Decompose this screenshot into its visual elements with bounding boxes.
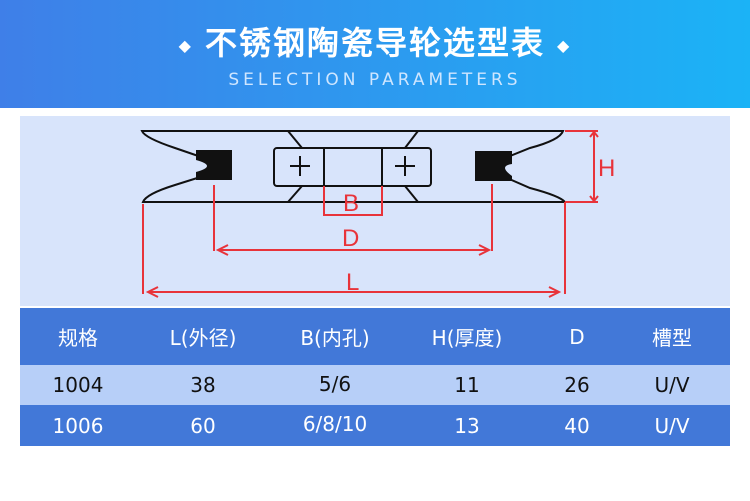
col-header: B(内孔)	[300, 326, 370, 350]
label-H: H	[598, 155, 615, 182]
table-cell: 1006	[52, 413, 104, 438]
table-cell: 40	[564, 413, 590, 438]
dim-D	[213, 184, 493, 256]
groove-left	[196, 150, 232, 180]
dim-H	[565, 130, 599, 203]
col-header: 槽型	[652, 326, 692, 350]
title-text: 不锈钢陶瓷导轮选型表	[204, 24, 545, 62]
col-header: 规格	[58, 326, 98, 350]
plus-icon	[290, 156, 415, 176]
col-header: L(外径)	[169, 326, 237, 350]
table-row: 1006 60 6/8/10 13 40 U/V	[20, 405, 730, 446]
col-header: H(厚度)	[431, 326, 503, 350]
dim-L	[142, 202, 566, 298]
page-subtitle: SELECTION PARAMETERS	[228, 70, 522, 90]
diamond-icon: ◆	[557, 35, 572, 55]
page-title: ◆ 不锈钢陶瓷导轮选型表 ◆	[0, 18, 750, 64]
table-header: 规格 L(外径) B(内孔) H(厚度) D 槽型	[20, 308, 730, 365]
groove-right	[475, 151, 512, 181]
header-banner: ◆ 不锈钢陶瓷导轮选型表 ◆ SELECTION PARAMETERS	[0, 0, 750, 108]
label-D: D	[342, 225, 359, 252]
table-cell: 26	[564, 373, 590, 397]
hub	[273, 147, 432, 187]
col-header: D	[569, 324, 585, 349]
label-L: L	[346, 269, 359, 296]
table-cell: 60	[190, 413, 216, 438]
table-cell: 1004	[52, 373, 104, 397]
table-cell: U/V	[654, 373, 690, 397]
diamond-icon: ◆	[178, 35, 193, 55]
table-cell: 11	[454, 373, 480, 397]
table-row: 1004 38 5/6 11 26 U/V	[20, 365, 730, 405]
table-cell: U/V	[654, 413, 690, 438]
table-cell: 38	[190, 373, 216, 397]
table-cell: 13	[454, 413, 480, 438]
table-cell: 5/6	[318, 371, 352, 396]
table-cell: 6/8/10	[302, 412, 368, 436]
label-B: B	[343, 190, 359, 217]
dim-B	[323, 186, 383, 216]
